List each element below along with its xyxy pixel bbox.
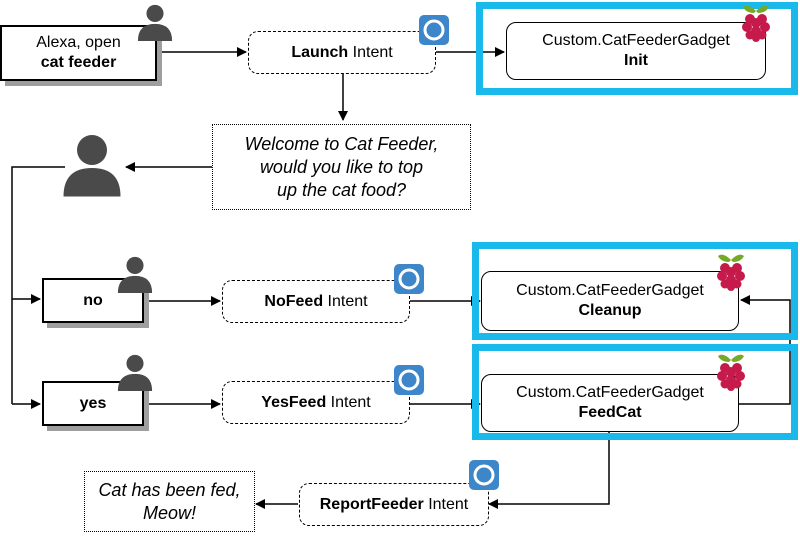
raspberry-pi-icon [742,5,770,42]
welcome-prompt-box: Welcome to Cat Feeder, would you like to… [212,124,471,210]
nofeed-intent-box: NoFeed Intent [222,280,410,323]
edge-user-choices [11,166,65,404]
reportfeeder-intent-box: ReportFeeder Intent [299,483,489,526]
edge-feedcat-cleanup [739,295,791,405]
nofeed-intent-name: NoFeed [264,292,324,310]
cleanup-gadget-box: Custom.CatFeederGadget Cleanup [481,271,739,331]
feedcat-gadget-directive: FeedCat [578,404,642,421]
init-highlight-frame [476,2,798,95]
fed-response-box: Cat has been fed, Meow! [84,471,255,532]
init-gadget-box: Custom.CatFeederGadget Init [506,22,766,80]
start-line-1: Alexa, open [36,34,121,51]
raspberry-pi-icon [717,354,745,391]
yesfeed-intent-name: YesFeed [261,393,327,411]
init-gadget-name: Custom.CatFeederGadget [542,32,730,49]
nofeed-intent-suffix: Intent [323,292,368,310]
raspberry-pi-icon [717,254,745,291]
start-line-2: cat feeder [40,54,117,71]
launch-intent-suffix: Intent [348,43,393,61]
launch-intent-box: Launch Intent [248,31,436,74]
yes-answer-label: yes [79,394,107,412]
alexa-icon [469,460,499,490]
yesfeed-intent-suffix: Intent [326,393,371,411]
person-icon [63,135,121,197]
reportfeeder-intent-name: ReportFeeder [319,495,424,513]
edge-feedcat-report [488,432,610,509]
fed-line-2: Meow! [142,502,196,523]
alexa-icon [394,365,424,395]
launch-intent-name: Launch [291,43,349,61]
cleanup-highlight-frame [472,242,798,340]
cleanup-gadget-name: Custom.CatFeederGadget [516,282,704,299]
welcome-line-2: would you like to top [259,156,424,177]
cleanup-gadget-directive: Cleanup [578,302,642,319]
alexa-icon [394,264,424,294]
init-gadget-directive: Init [624,52,648,69]
feedcat-highlight-frame [472,344,798,440]
feedcat-gadget-name: Custom.CatFeederGadget [516,384,704,401]
fed-line-1: Cat has been fed, [98,479,241,500]
yesfeed-intent-box: YesFeed Intent [222,381,410,424]
welcome-line-1: Welcome to Cat Feeder, [244,133,439,154]
feedcat-gadget-box: Custom.CatFeederGadget FeedCat [481,374,739,432]
welcome-line-3: up the cat food? [276,179,407,200]
person-icon [137,4,173,41]
person-icon [117,256,153,293]
start-utterance-box: Alexa, open cat feeder [0,25,157,81]
reportfeeder-intent-suffix: Intent [423,495,469,513]
person-icon [117,354,153,391]
alexa-icon [419,15,449,45]
no-answer-label: no [83,291,103,309]
